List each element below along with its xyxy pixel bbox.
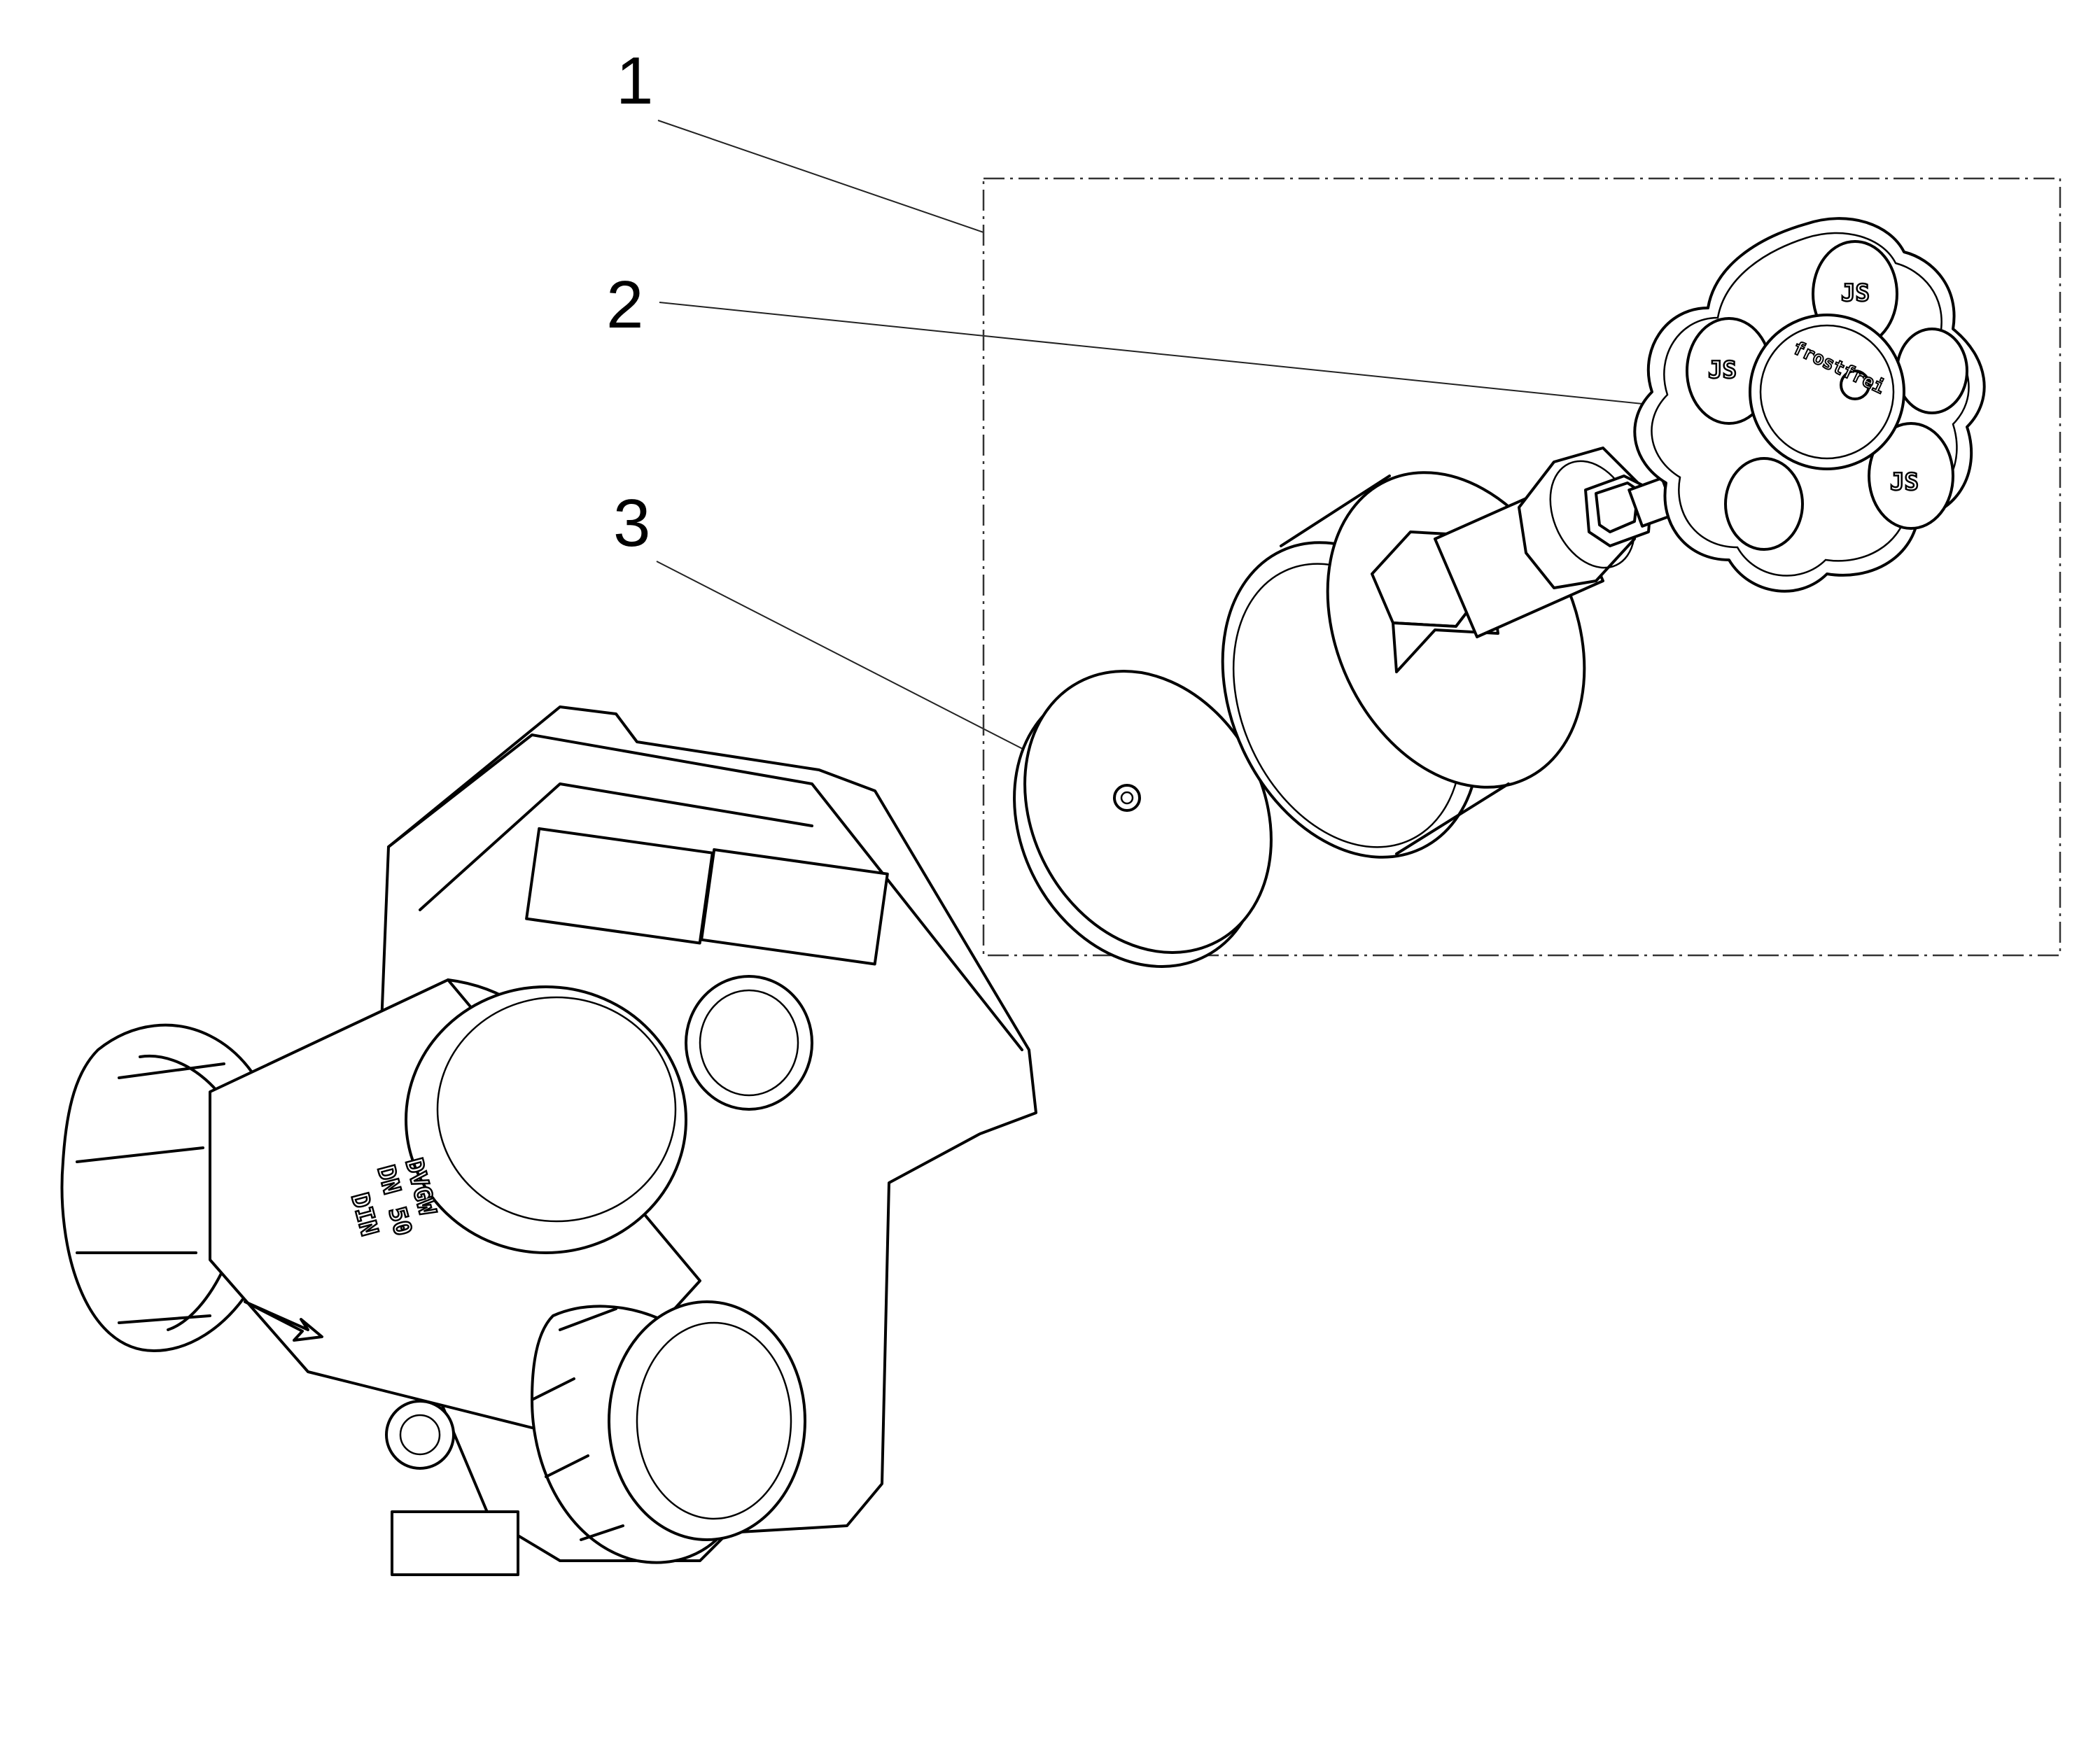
callout-2: 2: [606, 267, 643, 342]
handwheel-logo-left: JS: [1708, 356, 1737, 384]
valve-body: DVGW DN 50 DIN: [60, 705, 1037, 1576]
leader-line-1: [657, 120, 984, 233]
body-marking-din: DIN: [345, 1190, 384, 1239]
handwheel: frostfrei JS JS JS: [1633, 217, 1986, 593]
leader-line-2: [659, 302, 1677, 408]
flow-direction-arrow: [244, 1300, 323, 1342]
valve-spindle: [1221, 447, 1677, 859]
handwheel-logo-bottom: JS: [1890, 468, 1919, 496]
leader-line-3: [656, 561, 1051, 764]
handwheel-logo-top: JS: [1841, 279, 1870, 307]
sealing-disc: [1013, 670, 1273, 968]
assembly-frame: [982, 177, 2062, 957]
callout-1: 1: [616, 43, 653, 118]
callout-3: 3: [613, 486, 650, 561]
